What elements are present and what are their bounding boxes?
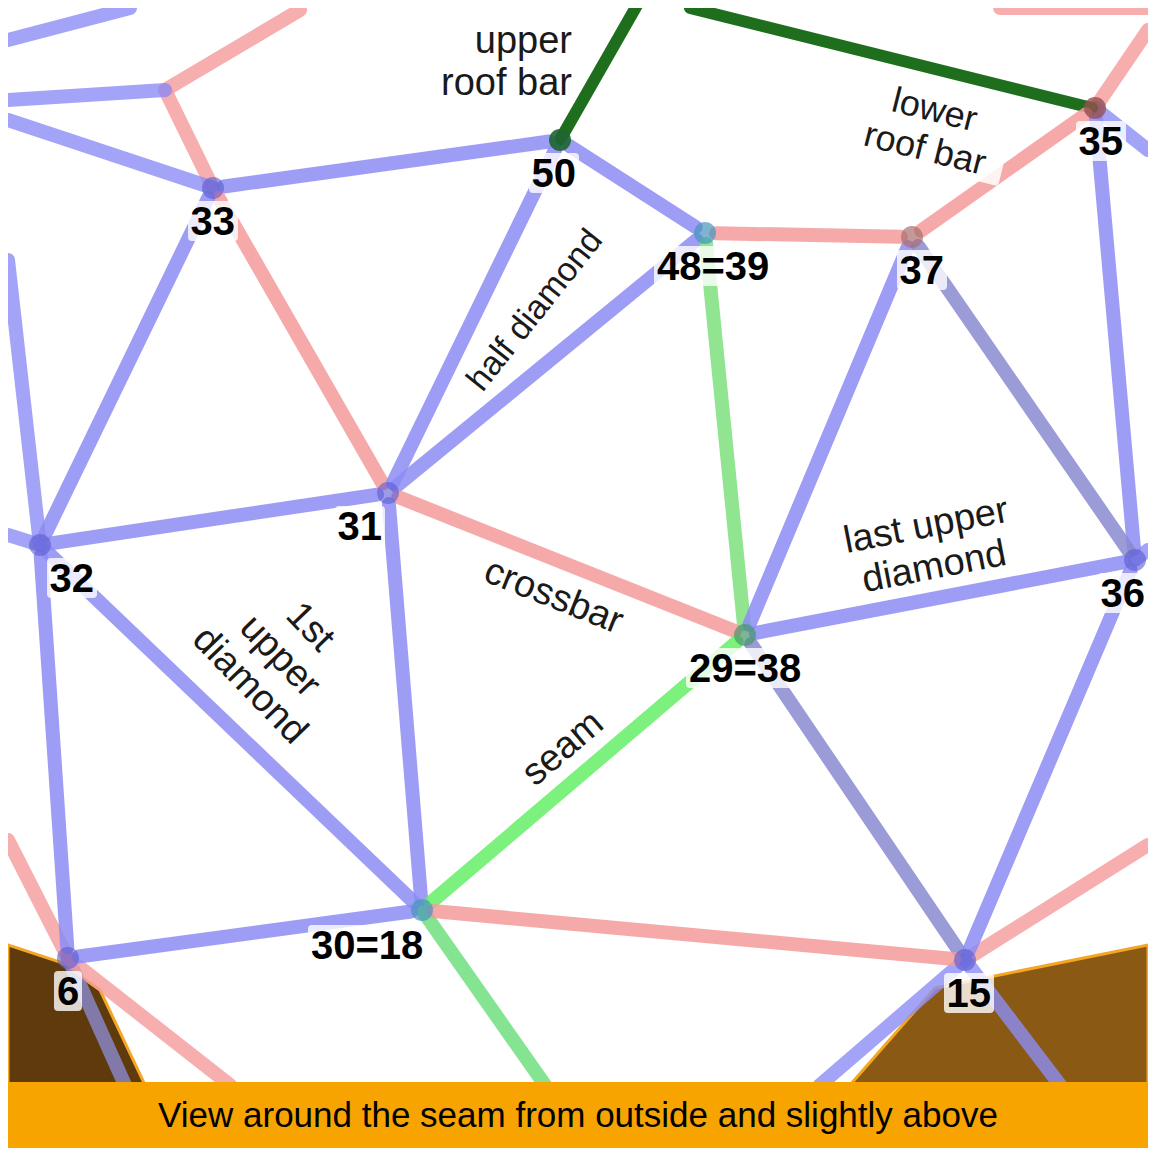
hub-number: 29=38 <box>686 648 804 688</box>
hub-number: 50 <box>529 153 580 193</box>
hub-number: 35 <box>1076 121 1127 161</box>
part-label: lower roof bar <box>843 70 1017 186</box>
bar <box>1095 30 1148 108</box>
hub-node: 15 <box>954 949 976 971</box>
hub-node: 37 <box>901 226 923 248</box>
hub-number: 31 <box>335 506 386 546</box>
dome-bar <box>218 198 382 484</box>
dome-bar <box>751 644 959 951</box>
dome-bar <box>569 146 695 227</box>
hub-node: 29=38 <box>734 624 756 646</box>
dome-background <box>8 8 1148 1082</box>
caption-text: View around the seam from outside and sl… <box>158 1095 998 1135</box>
bar-label: crossbar <box>476 548 632 643</box>
dome-bar <box>224 142 549 187</box>
seam-bar <box>422 910 545 1082</box>
hub-node: 6 <box>57 947 79 969</box>
hub-node: 30=18 <box>411 899 433 921</box>
hub-number: 48=39 <box>654 246 772 286</box>
hub-node: 32 <box>29 534 51 556</box>
dome-bar <box>41 556 68 947</box>
dome-bar <box>433 911 954 959</box>
dome-bar <box>51 495 377 544</box>
hub-node: 50 <box>549 129 571 151</box>
hub-node: 36 <box>1124 549 1146 571</box>
dome-bar <box>706 244 744 624</box>
hub-node: 35 <box>1084 97 1106 119</box>
hub-number: 36 <box>1098 573 1149 613</box>
bar <box>8 120 213 188</box>
dome-bar <box>716 233 901 237</box>
bar <box>8 90 165 100</box>
hub-number: 15 <box>944 973 995 1013</box>
hub-number: 33 <box>188 201 239 241</box>
hub-node: 48=39 <box>694 222 716 244</box>
part-label: half diamond <box>457 219 611 399</box>
dome-bar <box>969 570 1130 950</box>
bar <box>68 958 230 1082</box>
part-label: 1st upper diamond <box>181 556 379 755</box>
hub-number: 6 <box>54 971 82 1011</box>
hub-number: 37 <box>897 250 948 290</box>
hub-number: 32 <box>47 558 98 598</box>
bar <box>8 8 130 40</box>
part-label: upper roof bar <box>415 20 575 104</box>
dome-bar <box>48 553 414 903</box>
caption-bar: View around the seam from outside and sl… <box>8 1082 1148 1148</box>
bar <box>1000 8 1148 15</box>
hub-node: 33 <box>202 177 224 199</box>
part-label: last upper diamond <box>829 487 1031 605</box>
hub-node: 31 <box>377 482 399 504</box>
dome-bar <box>389 504 421 899</box>
bar <box>165 10 300 90</box>
dome-bar <box>45 198 208 535</box>
bar <box>8 260 40 545</box>
dome-bar <box>1096 119 1134 549</box>
outer-bars <box>8 8 1148 1082</box>
bar-label: seam <box>512 700 614 796</box>
hub-number: 30=18 <box>308 925 426 965</box>
